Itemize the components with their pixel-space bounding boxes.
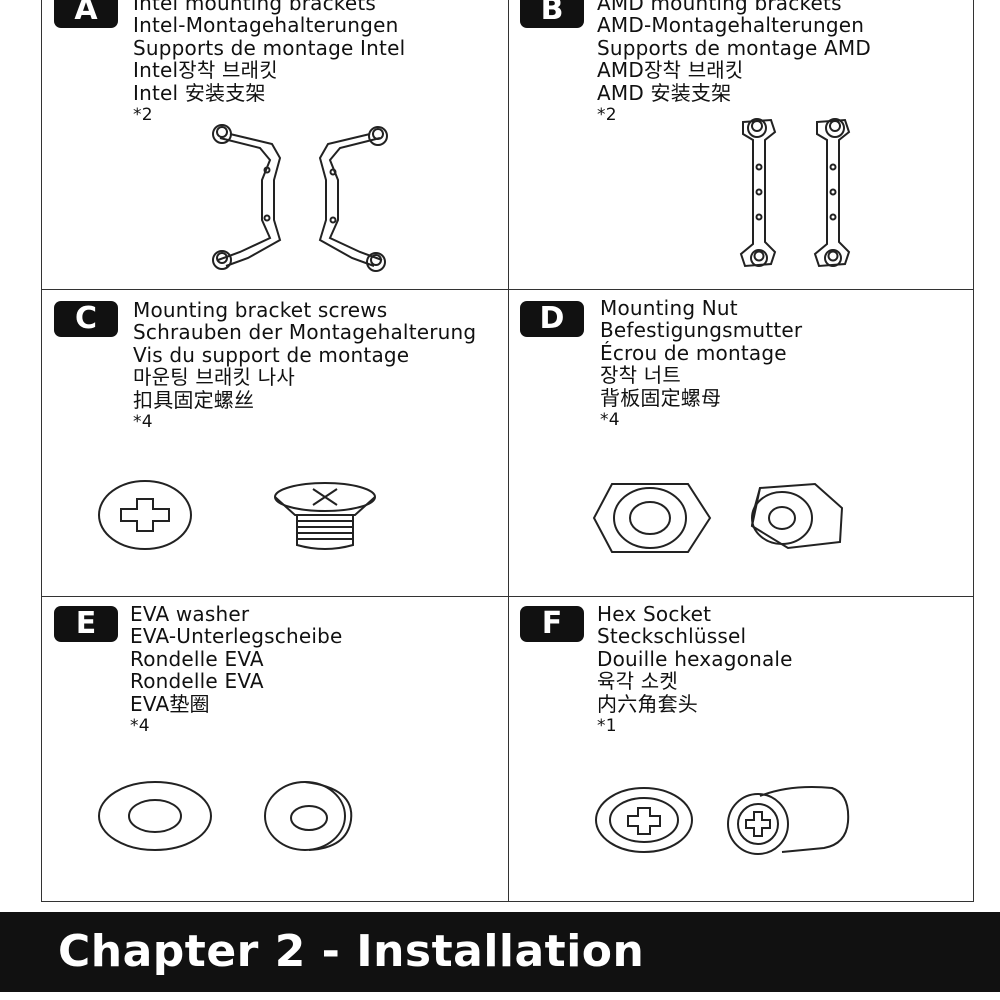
part-name-ko: 육각 소켓: [597, 669, 678, 694]
part-quantity: *2: [133, 104, 153, 125]
part-description: Mounting Nut Befestigungsmutter Écrou de…: [600, 297, 802, 431]
part-quantity: *1: [597, 715, 617, 736]
part-name-ko: 마운팅 브래킷 나사: [133, 365, 295, 390]
part-name-en: AMD mounting brackets: [597, 0, 842, 15]
part-name-zh: 内六角套头: [597, 691, 698, 716]
screw-head-top-icon: [98, 480, 192, 550]
part-name-de: Befestigungsmutter: [600, 318, 803, 343]
screw-side-icon: [274, 482, 376, 550]
part-letter-badge: A: [54, 0, 118, 28]
part-name-de: EVA-Unterlegscheibe: [130, 624, 343, 649]
hex-nut-angled-icon: [750, 482, 844, 550]
part-letter-badge: B: [520, 0, 584, 28]
part-name-de: AMD-Montagehalterungen: [597, 13, 865, 38]
part-name-de: Schrauben der Montagehalterung: [133, 320, 477, 345]
part-letter-badge: F: [520, 606, 584, 642]
part-quantity: *4: [600, 409, 620, 430]
part-name-ko: 장착 너트: [600, 363, 681, 388]
chapter-title: Chapter 2 - Installation: [58, 926, 645, 977]
part-name-fr: Supports de montage Intel: [133, 35, 406, 60]
part-quantity: *2: [597, 104, 617, 125]
part-name-en: Hex Socket: [597, 602, 712, 626]
part-quantity: *4: [133, 411, 153, 432]
part-name-en: Intel mounting brackets: [133, 0, 377, 15]
washer-angled-icon: [264, 781, 353, 851]
part-name-en: Mounting bracket screws: [133, 298, 388, 322]
part-name-fr: Rondelle EVA: [130, 646, 264, 671]
washer-top-icon: [98, 781, 212, 851]
hex-socket-top-icon: [595, 787, 693, 853]
part-name-en: EVA washer: [130, 602, 250, 626]
part-name-fr: Vis du support de montage: [133, 342, 410, 367]
part-description: EVA washer EVA-Unterlegscheibe Rondelle …: [130, 603, 343, 737]
part-name-de: Intel-Montagehalterungen: [133, 13, 399, 38]
part-name-zh: EVA垫圈: [130, 691, 210, 716]
intel-bracket-left-icon: [212, 124, 282, 270]
part-name-fr-2: Rondelle EVA: [130, 669, 264, 694]
amd-bracket-left-icon: [739, 118, 777, 268]
hex-socket-angled-icon: [727, 786, 850, 855]
part-name-de: Steckschlüssel: [597, 624, 747, 649]
part-name-zh: Intel 安装支架: [133, 80, 266, 105]
part-name-fr: Supports de montage AMD: [597, 35, 871, 60]
part-name-zh: AMD 安装支架: [597, 80, 732, 105]
grid-vertical-divider: [508, 0, 509, 902]
part-name-fr: Douille hexagonale: [597, 646, 793, 671]
part-name-en: Mounting Nut: [600, 296, 738, 320]
part-name-zh: 扣具固定螺丝: [133, 387, 255, 412]
grid-row-divider-1: [41, 289, 974, 290]
hex-nut-top-icon: [592, 483, 712, 553]
part-description: AMD mounting brackets AMD-Montagehalteru…: [597, 0, 871, 126]
amd-bracket-right-icon: [813, 118, 851, 268]
intel-bracket-right-icon: [318, 126, 388, 272]
part-name-fr: Écrou de montage: [600, 340, 787, 365]
part-quantity: *4: [130, 715, 150, 736]
part-name-ko: AMD장착 브래킷: [597, 58, 744, 83]
part-letter-badge: E: [54, 606, 118, 642]
part-description: Mounting bracket screws Schrauben der Mo…: [133, 299, 476, 433]
chapter-banner: Chapter 2 - Installation: [0, 912, 1000, 992]
parts-grid: [41, 0, 974, 902]
part-description: Hex Socket Steckschlüssel Douille hexago…: [597, 603, 793, 737]
part-description: Intel mounting brackets Intel-Montagehal…: [133, 0, 405, 126]
part-letter-badge: C: [54, 301, 118, 337]
grid-row-divider-2: [41, 596, 974, 597]
part-letter-badge: D: [520, 301, 584, 337]
part-name-zh: 背板固定螺母: [600, 385, 722, 410]
part-name-ko: Intel장착 브래킷: [133, 58, 278, 83]
